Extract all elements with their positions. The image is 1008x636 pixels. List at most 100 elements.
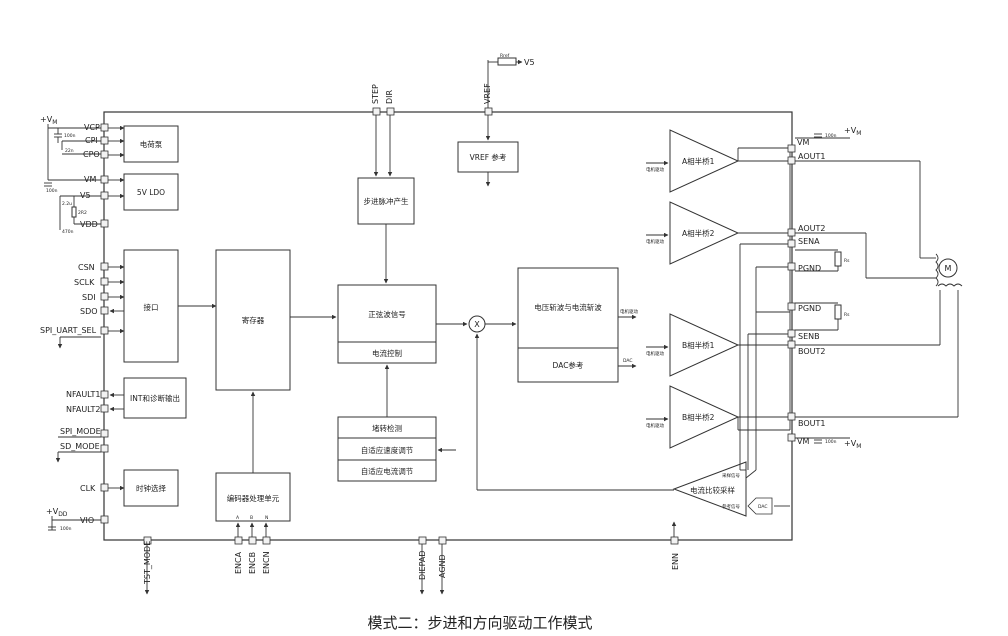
pin-enca-label: ENCA: [234, 551, 243, 574]
pin-tst-mode: [143, 536, 152, 545]
svg-text:100n: 100n: [60, 526, 72, 532]
pin-clk-label: CLK: [80, 484, 96, 493]
svg-text:100n: 100n: [46, 188, 58, 194]
motor-symbol: M: [935, 253, 963, 287]
charge-pump-block: 电荷泵: [123, 125, 179, 163]
pin-aout2-label: AOUT2: [798, 224, 825, 233]
b-half-bridge-2: B相半桥2 电机驱动: [646, 385, 740, 449]
svg-text:电机驱动: 电机驱动: [646, 422, 664, 429]
adapt-speed-label: 自适应速度调节: [361, 445, 414, 455]
svg-text:470n: 470n: [62, 229, 74, 235]
right-pins: VM 100n +VM AOUT1 AOUT2 SENA Rs PGND PGN…: [787, 126, 959, 450]
pin-pgnd-b-label: PGND: [798, 304, 821, 313]
svg-text:INT和诊断输出: INT和诊断输出: [130, 393, 180, 403]
svg-text:电机驱动: 电机驱动: [646, 166, 664, 173]
pin-spi-uart-sel-label: SPI_UART_SEL: [40, 326, 97, 335]
pin-sclk-label: SCLK: [74, 278, 95, 287]
pin-vm-right-top: [787, 144, 796, 153]
pin-sclk: [100, 277, 109, 286]
pin-sena: [787, 239, 796, 248]
pin-encb: [248, 536, 257, 545]
svg-text:A相半桥1: A相半桥1: [682, 156, 715, 166]
pin-vio: [100, 515, 109, 524]
top-v5-label: V5: [524, 58, 535, 67]
svg-text:电机驱动: 电机驱动: [646, 238, 664, 245]
svg-text:编码器处理单元: 编码器处理单元: [227, 493, 280, 503]
pin-vcp: [100, 123, 109, 132]
pin-bout1-label: BOUT1: [798, 419, 825, 428]
svg-text:接口: 接口: [144, 302, 159, 312]
pin-sd-mode-label: SD_MODE: [60, 442, 100, 451]
pin-vm-left-label: VM: [84, 175, 96, 184]
svg-text:电流比较采样: 电流比较采样: [690, 485, 735, 495]
pin-bout2: [787, 340, 796, 349]
svg-text:M: M: [945, 264, 952, 273]
pin-nfault1: [100, 390, 109, 399]
svg-text:DAC: DAC: [623, 358, 633, 364]
svg-text:B相半桥1: B相半桥1: [682, 340, 715, 350]
pin-cpi-label: CPI: [85, 136, 98, 145]
svg-text:Rs: Rs: [844, 312, 850, 318]
pin-encb-label: ENCB: [248, 552, 257, 574]
svg-text:DAC: DAC: [758, 504, 768, 510]
pin-aout1-label: AOUT1: [798, 152, 825, 161]
pin-encn-label: ENCN: [262, 551, 271, 574]
pin-sdi-label: SDI: [82, 293, 96, 302]
pin-vm-right-top-label: VM: [797, 138, 809, 147]
pin-v5-left-label: V5: [80, 191, 91, 200]
b-half-bridge-1: B相半桥1 电机驱动: [646, 313, 740, 377]
right-vm-supply-bottom: +VM: [844, 439, 861, 450]
pin-enca: [234, 536, 243, 545]
pin-nfault2-label: NFAULT2: [66, 405, 101, 414]
svg-text:寄存器: 寄存器: [242, 315, 265, 325]
svg-text:电荷泵: 电荷泵: [140, 139, 163, 149]
pin-sdo-label: SDO: [80, 307, 98, 316]
pin-csn-label: CSN: [78, 263, 95, 272]
svg-text:采样信号: 采样信号: [722, 472, 740, 479]
clock-select-block: 时钟选择: [123, 469, 179, 507]
pin-nfault1-label: NFAULT1: [66, 390, 101, 399]
pin-clk: [100, 483, 109, 492]
current-comparator: 电流比较采样 采样信号 参考信号: [672, 461, 747, 517]
pin-vio-label: VIO: [80, 516, 94, 525]
left-pins: +VM 100n VCP CPI 22n CPO VM 100n V5 2.2u: [40, 115, 125, 532]
pin-sdi: [100, 292, 109, 301]
a-half-bridge-2: A相半桥2 电机驱动: [646, 201, 740, 265]
svg-text:5V LDO: 5V LDO: [137, 188, 165, 197]
ldo-block: 5V LDO: [123, 173, 179, 211]
pin-cpo-label: CPO: [83, 150, 100, 159]
step-pulse-block: 步进脉冲产生: [357, 177, 415, 225]
svg-text:Rref: Rref: [500, 53, 510, 59]
pin-cpi: [100, 136, 109, 145]
stall-block-group: 堵转检测 自适应速度调节 自适应电流调节: [337, 416, 437, 482]
int-diag-block: INT和诊断输出: [123, 377, 187, 419]
pin-vref: [484, 107, 493, 116]
svg-text:B相半桥2: B相半桥2: [682, 412, 715, 422]
pin-pgnd-a: [787, 262, 796, 271]
pin-aout1: [787, 156, 796, 165]
chip-outline: [103, 111, 793, 541]
pin-tst-mode-label: TST_MODE: [143, 541, 152, 585]
pin-spi-uart-sel: [100, 326, 109, 335]
pin-enn-label: ENN: [671, 553, 680, 570]
svg-text:A相半桥2: A相半桥2: [682, 228, 715, 238]
svg-text:电机驱动: 电机驱动: [620, 308, 638, 315]
pin-senb-label: SENB: [798, 332, 820, 341]
multiplier-node: X: [468, 315, 486, 333]
encoder-block: 编码器处理单元 A B N: [215, 472, 291, 522]
pin-sena-label: SENA: [798, 237, 820, 246]
pin-v5-left: [100, 191, 109, 200]
pin-nfault2: [100, 404, 109, 413]
pin-vdd-label: VDD: [80, 220, 98, 229]
svg-text:B: B: [250, 515, 253, 521]
pin-pgnd-b: [787, 302, 796, 311]
svg-text:参考信号: 参考信号: [722, 503, 740, 510]
svg-text:100n: 100n: [64, 133, 76, 139]
pin-spi-mode: [100, 429, 109, 438]
stall-detect-label: 堵转检测: [372, 423, 402, 433]
pin-vm-right-bottom-label: VM: [797, 437, 809, 446]
svg-text:电机驱动: 电机驱动: [646, 350, 664, 357]
pin-csn: [100, 262, 109, 271]
pin-agnd-label: AGND: [438, 554, 447, 578]
svg-text:2R2: 2R2: [78, 210, 87, 216]
